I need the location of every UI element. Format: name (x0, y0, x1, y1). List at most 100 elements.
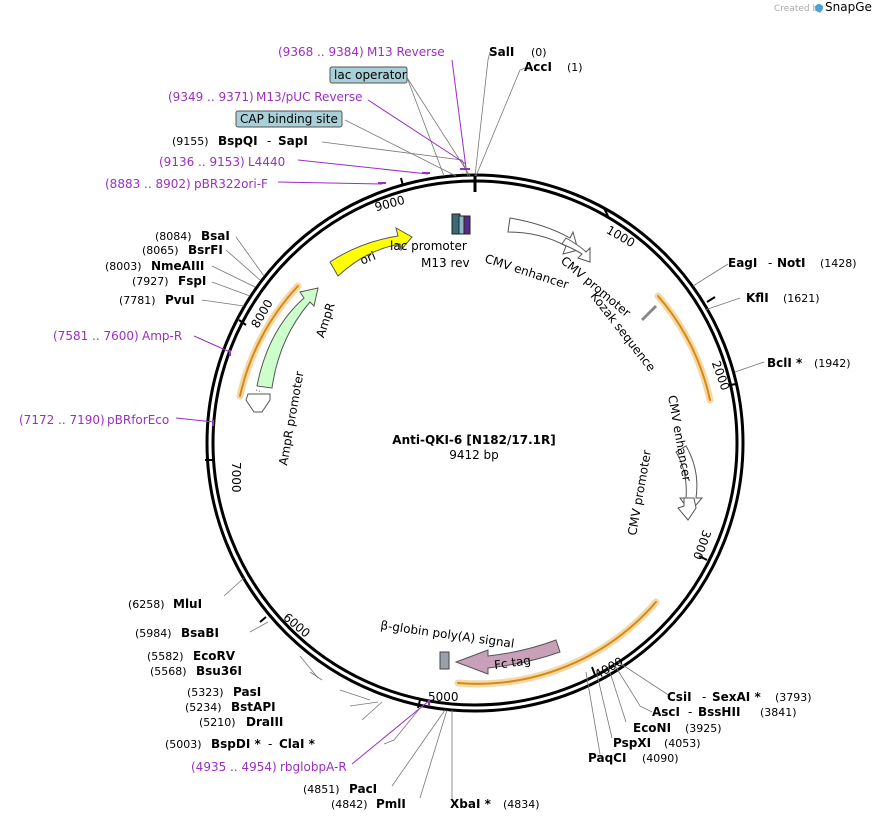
site-bsai-pos: (8084) (155, 230, 192, 243)
primer-range-pbrforeco: (7172 .. 7190) (19, 413, 105, 427)
site-xbai-pos: (4834) (503, 798, 540, 811)
site-noti: NotI (777, 256, 806, 270)
site-bsai: BsaI (201, 229, 230, 243)
cmv-enhancer-arrow-top (507, 217, 579, 255)
primer-name-pbr322ori: pBR322ori-F (194, 177, 268, 191)
site-paci-pos: (4851) (303, 783, 340, 796)
primer-range-rbglobpa: (4935 .. 4954) (191, 760, 277, 774)
site-dash-4: - (268, 737, 272, 751)
features (245, 213, 704, 675)
site-csii: CsiI (667, 690, 692, 704)
site-fspi-pos: (7927) (132, 275, 169, 288)
site-bspqi: BspQI (218, 134, 258, 148)
site-asci: AscI (652, 705, 680, 719)
tick-2000: 2000 (709, 359, 733, 392)
site-pvui: PvuI (165, 293, 195, 307)
site-econi: EcoNI (633, 721, 671, 735)
site-draiii: DraIII (246, 715, 283, 729)
site-bsrfi-pos: (8065) (142, 244, 179, 257)
site-ecorv: EcoRV (193, 649, 236, 663)
site-xbai: XbaI * (450, 797, 492, 811)
site-bsu36i: Bsu36I (196, 664, 242, 678)
site-eagi: EagI (728, 256, 757, 270)
site-pspxi: PspXI (613, 736, 651, 750)
kozak-mark (640, 304, 658, 322)
site-fspi: FspI (178, 274, 206, 288)
site-nmeaiii: NmeAIII (151, 259, 204, 273)
plasmid-length: 9412 bp (449, 448, 499, 462)
site-bcli-pos: (1942) (814, 357, 851, 370)
primer-leaders (175, 59, 467, 765)
ampr-promoter-label: AmpR promoter (276, 370, 306, 466)
tick-9000: 9000 (373, 193, 406, 214)
cmv-promoter-arrow-top (561, 237, 591, 263)
primer-range-pbr322ori: (8883 .. 8902) (105, 177, 191, 191)
cap-binding-tag-label: CAP binding site (240, 112, 338, 126)
site-bsabi: BsaBI (181, 626, 219, 640)
globin-label: β-globin poly(A) signal (380, 618, 516, 651)
lac-operator-box (458, 215, 465, 235)
primer-marks (212, 168, 470, 706)
lac-operator-tag-label: lac operator (334, 68, 407, 82)
ampr-promoter-arrow (245, 393, 271, 413)
site-paqci-pos: (4090) (642, 752, 679, 765)
site-paqci: PaqCI (588, 751, 626, 765)
orf-arcs (236, 282, 714, 688)
primer-name-amp-r: Amp-R (142, 329, 182, 343)
site-mlui-pos: (6258) (128, 598, 165, 611)
tick-7000: 7000 (229, 462, 243, 493)
site-pasi-pos: (5323) (187, 686, 224, 699)
site-bsrfi: BsrFI (188, 243, 223, 257)
site-nmeaiii-pos: (8003) (105, 260, 142, 273)
site-bcli: BclI * (767, 356, 803, 370)
site-ecorv-pos: (5582) (147, 650, 184, 663)
lac-promoter-label: lac promoter (390, 239, 467, 253)
site-mlui: MluI (173, 597, 202, 611)
site-asci-pos: (3841) (760, 706, 797, 719)
cmv-enhancer-right-label: CMV enhancer (665, 394, 694, 482)
primer-name-rbglobpa: rbglobpA-R (280, 760, 347, 774)
site-econi-pos: (3925) (685, 722, 722, 735)
site-pvui-pos: (7781) (119, 294, 156, 307)
primer-range-l4440: (9136 .. 9153) (159, 155, 245, 169)
site-clai: ClaI * (279, 737, 316, 751)
site-bspdi-pos: (5003) (165, 738, 202, 751)
m13-rev-label: M13 rev (421, 256, 470, 270)
site-acci: AccI (524, 60, 552, 74)
primer-range-m13-puc: (9349 .. 9371) (168, 90, 254, 104)
primer-name-pbrforeco: pBRforEco (107, 413, 169, 427)
site-pmli: PmlI (376, 797, 406, 811)
site-csii-pos: (3793) (775, 691, 812, 704)
lac-operator-tag (329, 66, 408, 84)
site-sexai: SexAI * (712, 690, 761, 704)
cmv-enhancer-top-label: CMV enhancer (483, 252, 570, 292)
site-acci-pos: (1) (567, 61, 583, 74)
site-dash-1: - (768, 256, 772, 270)
ori-arrow (329, 226, 413, 277)
ampr-arrow (256, 287, 319, 389)
ampr-label: AmpR (313, 301, 337, 339)
site-bsshii: BssHII (698, 705, 740, 719)
fc-tag-arrow (454, 639, 561, 675)
site-pspxi-pos: (4053) (664, 737, 701, 750)
site-bspqi-pos: (9155) (172, 135, 209, 148)
site-kfli: KflI (746, 291, 769, 305)
primer-range-amp-r: (7581 .. 7600) (53, 329, 139, 343)
snapgene-logo-icon (815, 4, 823, 12)
ori-label: ori (358, 249, 378, 268)
site-bstapi-pos: (5234) (185, 701, 222, 714)
site-sali: SalI (489, 45, 514, 59)
globin-polya-box (439, 651, 450, 670)
tick-5000: 5000 (428, 690, 459, 704)
cmv-promoter-arrow-right (677, 497, 697, 521)
site-kfli-pos: (1621) (783, 292, 820, 305)
credit-prefix: Created by (774, 4, 824, 14)
primer-name-l4440: L4440 (248, 155, 285, 169)
fc-tag-label: Fc tag (493, 653, 532, 672)
site-bspdi: BspDI * (211, 737, 261, 751)
m13-rev-box (463, 215, 471, 235)
credit-app: SnapGene (825, 0, 872, 14)
site-paci: PacI (349, 782, 377, 796)
site-bsu36i-pos: (5568) (150, 665, 187, 678)
